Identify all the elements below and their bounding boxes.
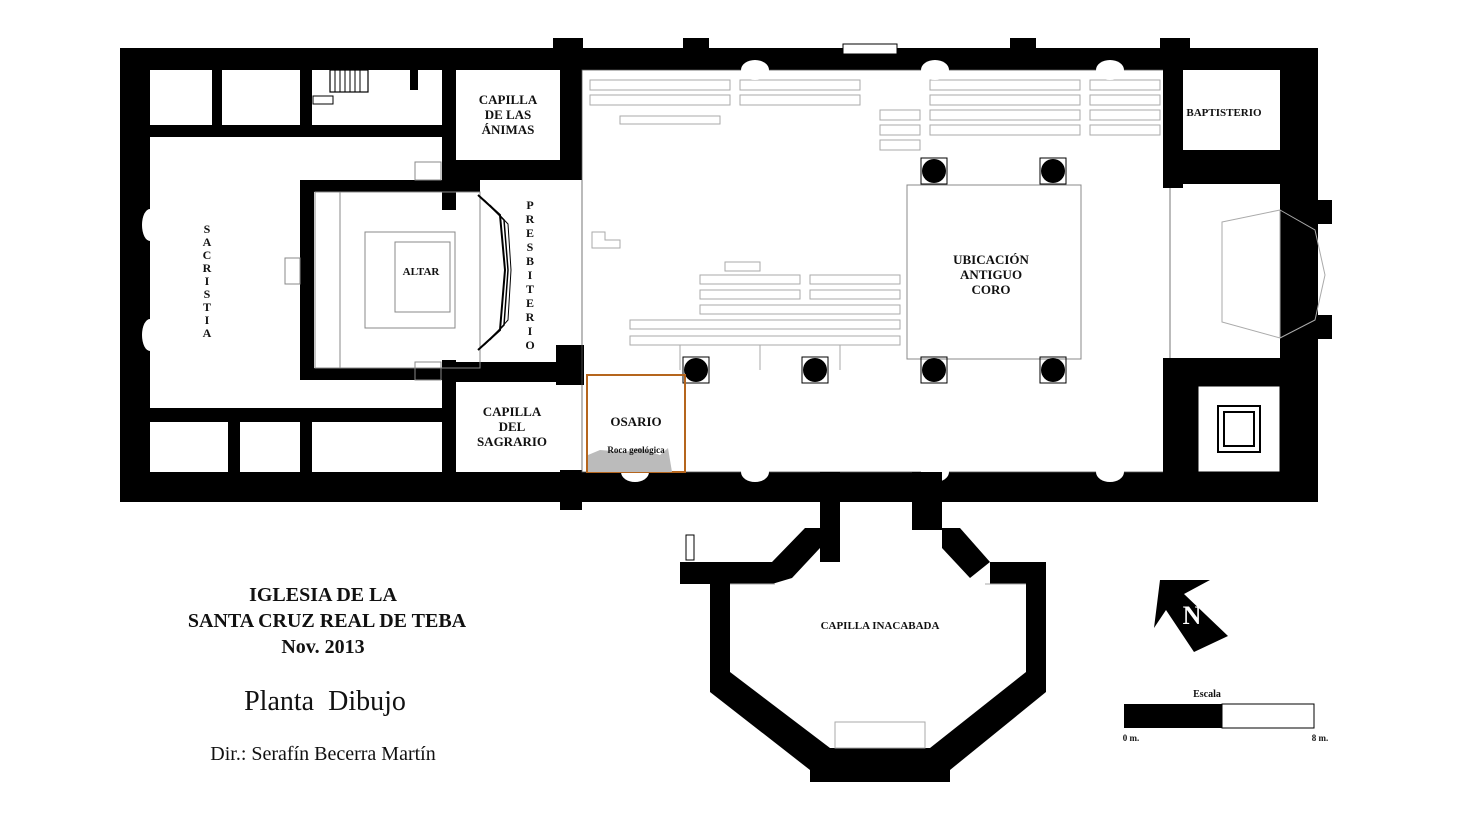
subtitle: Planta Dibujo (244, 686, 406, 717)
coro-label-2: ANTIGUO (960, 267, 1022, 282)
osario-label: OSARIO (610, 414, 661, 429)
title-line-1: IGLESIA DE LA (249, 584, 397, 606)
capilla-inacabada-walls (680, 472, 1046, 782)
svg-text:I: I (205, 274, 210, 288)
altar-detail (284, 161, 512, 381)
svg-text:S: S (204, 222, 211, 236)
altar-label: ALTAR (403, 266, 441, 278)
svg-text:I: I (205, 313, 210, 327)
svg-text:T: T (203, 300, 211, 314)
capilla-animas-label-2: DE LAS (485, 107, 532, 122)
presbiterio-label: P R E S B I T E R I O (525, 198, 534, 352)
svg-text:S: S (204, 287, 211, 301)
svg-text:T: T (526, 282, 534, 296)
svg-text:S: S (527, 240, 534, 254)
capilla-inacabada-label: CAPILLA INACABADA (821, 620, 940, 632)
baptistery-walls (1163, 48, 1318, 488)
sacristia-label: S A C R I S T I A (203, 222, 212, 340)
scale-min: 0 m. (1123, 733, 1140, 743)
roca-label: Roca geológica (607, 445, 665, 455)
title-date: Nov. 2013 (281, 636, 364, 658)
north-arrow-icon (1154, 580, 1228, 652)
coro-label-1: UBICACIÓN (953, 252, 1029, 267)
capilla-sagrario-label-2: DEL (499, 419, 526, 434)
svg-text:R: R (203, 261, 212, 275)
north-label: N (1183, 601, 1202, 630)
stairs-top (312, 69, 418, 105)
scale-max: 8 m. (1312, 733, 1329, 743)
svg-text:R: R (526, 310, 535, 324)
svg-text:A: A (203, 326, 212, 340)
svg-text:I: I (528, 324, 533, 338)
svg-text:E: E (526, 226, 534, 240)
svg-text:O: O (525, 338, 534, 352)
capilla-sagrario-label-3: SAGRARIO (477, 434, 547, 449)
capilla-animas-label-3: ÁNIMAS (482, 122, 535, 137)
director-credit: Dir.: Serafín Becerra Martín (210, 743, 435, 765)
osario (586, 374, 686, 473)
room-labels: CAPILLA DE LAS ÁNIMAS BAPTISTERIO S A C … (203, 92, 1262, 632)
svg-text:B: B (526, 254, 534, 268)
north-arrow: N (1154, 580, 1228, 652)
title-line-2: SANTA CRUZ REAL DE TEBA (188, 610, 467, 632)
chapels-walls (442, 160, 582, 502)
scale-bar: Escala 0 m. 8 m. (1123, 689, 1329, 743)
outer-walls (120, 38, 1332, 510)
capilla-sagrario-label-1: CAPILLA (483, 404, 542, 419)
svg-text:P: P (526, 198, 533, 212)
stair-tower (1197, 385, 1281, 473)
title-block: IGLESIA DE LA SANTA CRUZ REAL DE TEBA No… (188, 584, 467, 765)
capilla-animas-label-1: CAPILLA (479, 92, 538, 107)
svg-text:E: E (526, 296, 534, 310)
svg-text:I: I (528, 268, 533, 282)
columns (682, 157, 1067, 384)
svg-text:A: A (203, 235, 212, 249)
scale-label: Escala (1193, 689, 1221, 700)
svg-text:R: R (526, 212, 535, 226)
coro-label-3: CORO (972, 282, 1011, 297)
svg-text:C: C (203, 248, 212, 262)
east-apse (1221, 209, 1326, 339)
baptisterio-label: BAPTISTERIO (1186, 107, 1262, 119)
